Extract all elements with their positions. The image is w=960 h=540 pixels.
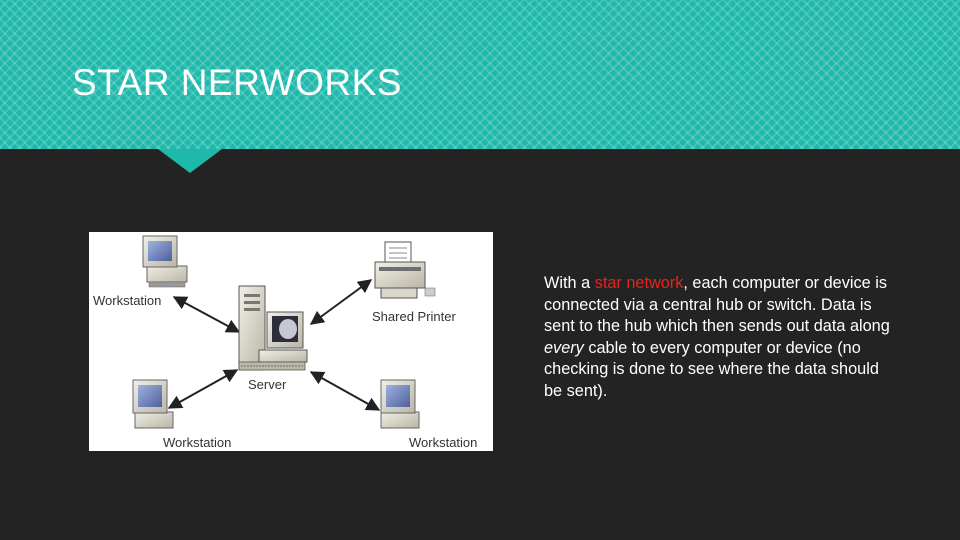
arrow-to-bottom-left-workstation — [167, 369, 239, 409]
arrow-to-bottom-right-workstation — [309, 371, 381, 411]
description-paragraph: With a star network, each computer or de… — [544, 273, 896, 402]
every-emphasis: every — [544, 338, 584, 357]
slide-title: STAR NERWORKS — [72, 62, 402, 103]
server-icon — [238, 285, 308, 371]
shared-printer-icon — [374, 241, 436, 299]
arrow-to-shared-printer — [309, 279, 373, 325]
workstation-bottom-left-icon — [132, 379, 174, 429]
workstation-bottom-right-label: Workstation — [409, 435, 477, 450]
workstation-bottom-left-label: Workstation — [163, 435, 231, 450]
workstation-bottom-right-icon — [380, 379, 420, 429]
server-label: Server — [248, 377, 287, 392]
shared-printer-label: Shared Printer — [372, 309, 456, 324]
arrow-to-top-left-workstation — [172, 296, 241, 333]
star-network-diagram: Workstation Shared Printer Server — [89, 232, 493, 451]
title-banner — [0, 0, 960, 149]
description-part-1: With a — [544, 274, 595, 292]
diagram-svg: Workstation Shared Printer Server — [93, 235, 477, 450]
description-part-3: cable to every computer or device (no ch… — [544, 338, 879, 400]
workstation-top-left-label: Workstation — [93, 293, 161, 308]
connection-arrows — [167, 279, 381, 411]
star-network-highlight: star network — [594, 274, 684, 292]
description-part-2: , each computer or device is connected v… — [544, 274, 890, 335]
banner-notch — [158, 149, 222, 173]
workstation-top-left-icon — [142, 235, 188, 288]
